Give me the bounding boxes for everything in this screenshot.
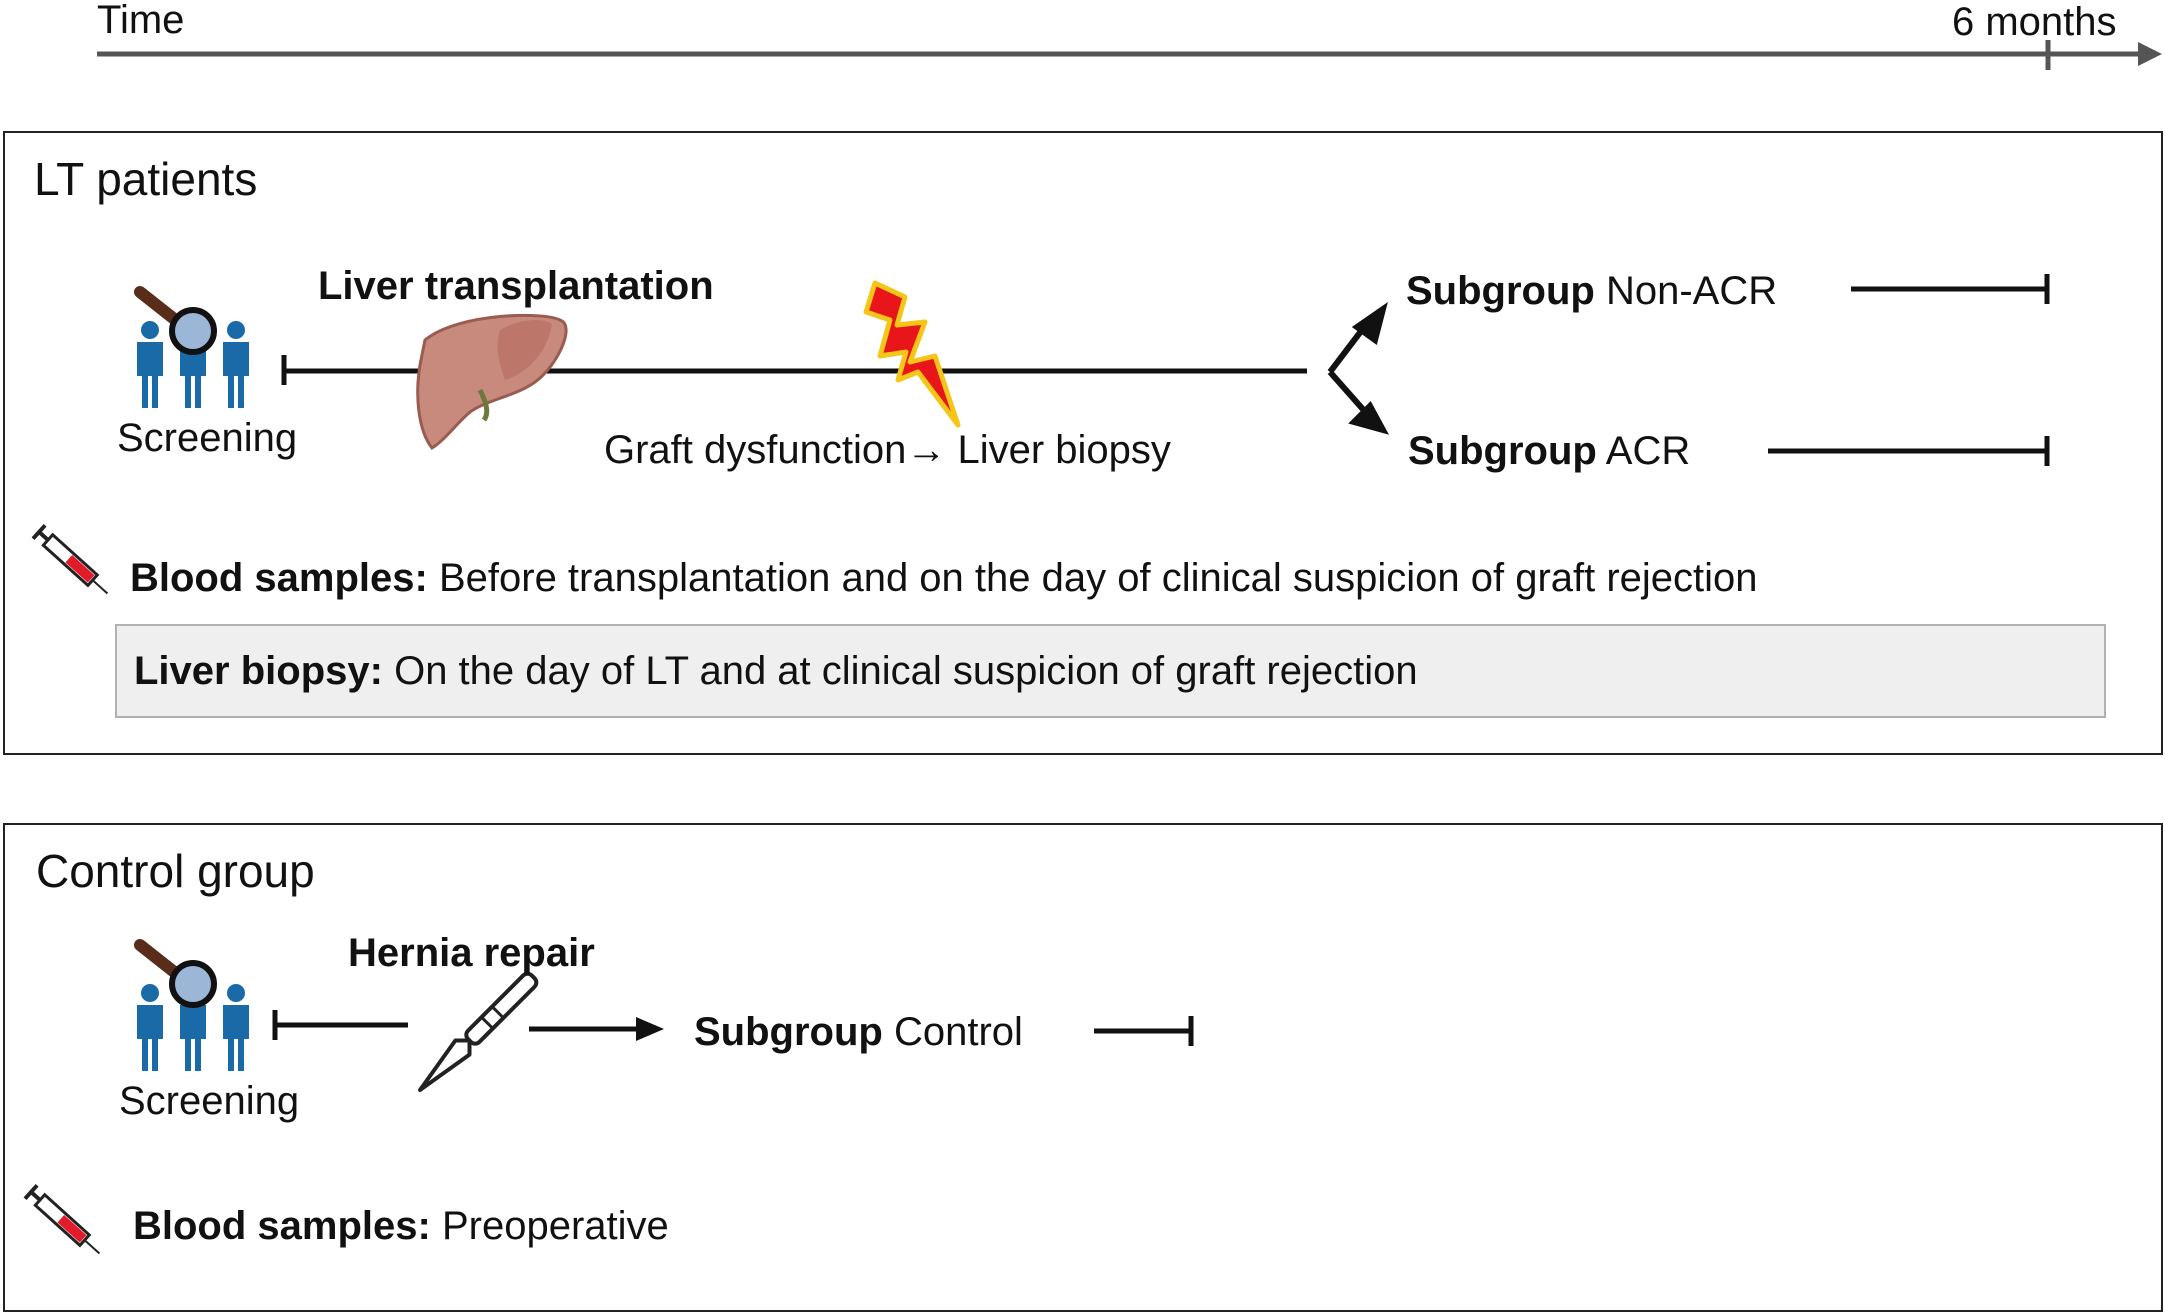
blood-samples-text: Before transplantation and on the day of… <box>438 556 1758 600</box>
lt-blood-samples: Blood samples: Before transplantation an… <box>130 558 1758 598</box>
liver-biopsy-box <box>115 624 2106 718</box>
liver-biopsy-text: On the day of LT and at clinical suspici… <box>394 649 1418 693</box>
lt-event-label: Graft dysfunction→ Liver biopsy <box>604 428 1171 472</box>
liver-biopsy-note: Liver biopsy: On the day of LT and at cl… <box>134 651 1418 691</box>
control-group-panel <box>3 823 2163 1312</box>
blood-samples-label: Blood samples: <box>133 1204 431 1248</box>
timeline-axis <box>97 40 2162 70</box>
lt-panel-title: LT patients <box>34 153 258 205</box>
lt-screening-label: Screening <box>117 416 298 460</box>
subgroup-non-acr-name: Non-ACR <box>1605 269 1778 313</box>
control-screening-label: Screening <box>119 1079 300 1123</box>
liver-biopsy-label: Liver biopsy: <box>134 649 383 693</box>
subgroup-acr-name: ACR <box>1605 429 1691 473</box>
lt-procedure-label: Liver transplantation <box>318 264 714 308</box>
subgroup-word: Subgroup <box>1408 429 1597 473</box>
subgroup-non-acr-label: Subgroup Non-ACR <box>1406 271 1777 311</box>
subgroup-word: Subgroup <box>694 1010 883 1054</box>
subgroup-acr-label: Subgroup ACR <box>1408 431 1690 471</box>
subgroup-word: Subgroup <box>1406 269 1595 313</box>
subgroup-control-name: Control <box>893 1010 1023 1054</box>
subgroup-control-label: Subgroup Control <box>694 1012 1023 1052</box>
blood-samples-label: Blood samples: <box>130 556 428 600</box>
timeline-label: Time <box>97 0 185 42</box>
timeline-end-label: 6 months <box>1952 0 2117 44</box>
control-blood-samples: Blood samples: Preoperative <box>133 1206 669 1246</box>
control-procedure-label: Hernia repair <box>348 931 595 975</box>
control-panel-title: Control group <box>36 845 315 897</box>
blood-samples-text: Preoperative <box>441 1204 669 1248</box>
